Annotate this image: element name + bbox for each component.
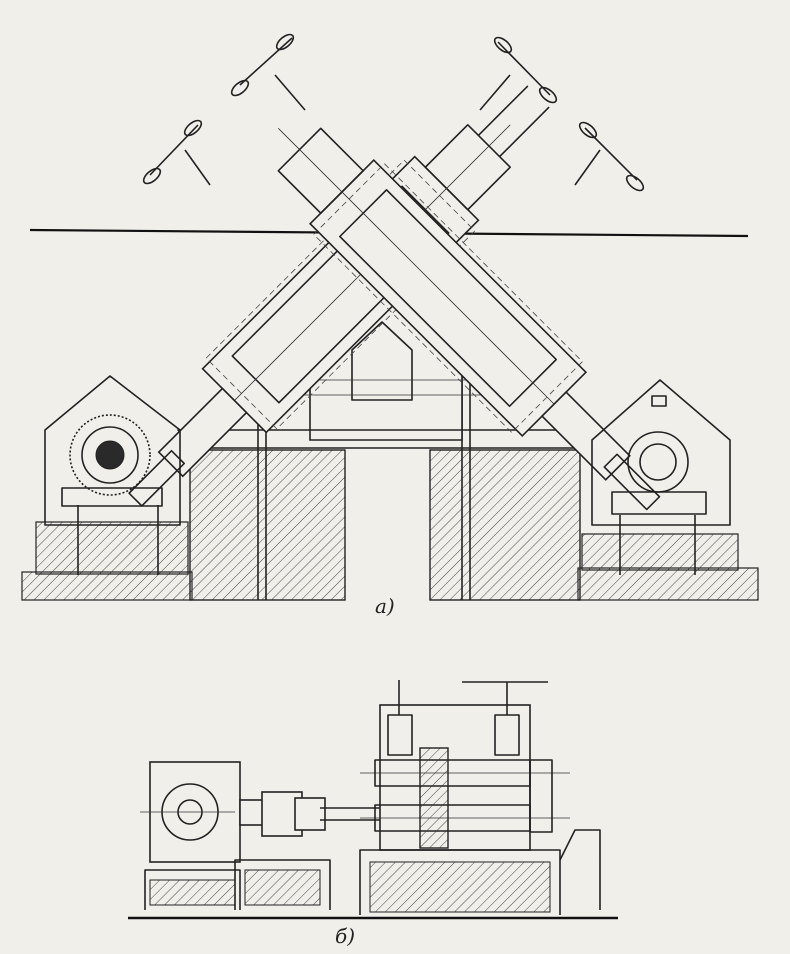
motor-unit [140, 761, 241, 910]
motor-plinth-right [581, 533, 739, 571]
handwheel-2 [142, 119, 211, 186]
foundation-right [429, 449, 581, 601]
housing-window [351, 321, 413, 401]
bevel-gear-icon [69, 414, 151, 496]
handwheel-1 [230, 33, 306, 111]
handwheel-4 [574, 121, 645, 192]
left-drive-unit [44, 375, 181, 526]
pinion-housing-icon [627, 431, 689, 493]
roll-stand [359, 680, 601, 915]
view-a-rolling-stand-section [21, 33, 759, 601]
figure-label-b: б) [335, 924, 356, 948]
motor-plinth-left [35, 521, 189, 575]
right-drive-unit [591, 379, 731, 526]
coupling-shaft [234, 791, 380, 910]
right-roll-assembly [277, 127, 661, 511]
handwheel-3 [479, 36, 558, 111]
figure-label-a: а) [375, 594, 395, 618]
foundation-left [189, 449, 346, 601]
foundation-base-left [21, 571, 193, 601]
foundation-base-right [577, 567, 759, 601]
view-b-side-elevation [128, 680, 618, 920]
roll-gear [419, 747, 449, 849]
handwheel-icons [142, 33, 645, 192]
